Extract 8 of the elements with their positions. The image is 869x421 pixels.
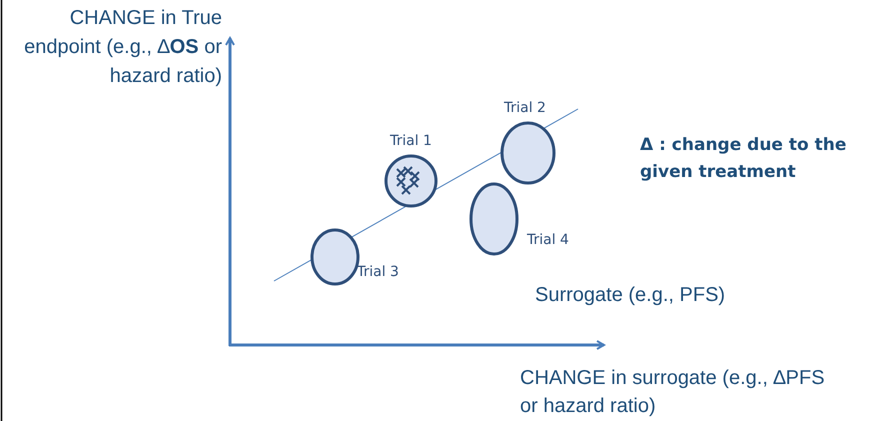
trial-label: Trial 2 bbox=[504, 100, 546, 116]
note-text: Δ : change due to the given treatment bbox=[640, 134, 848, 184]
trial-label: Trial 1 bbox=[390, 133, 432, 149]
axis-title: CHANGE in surrogate (e.g., ∆PFS or hazard ratio) bbox=[520, 366, 826, 419]
trial-label: Trial 4 bbox=[527, 232, 569, 248]
axis-title: CHANGE in True endpoint (e.g., ∆OS or hazard ratio) bbox=[23, 6, 222, 89]
trial-label: Trial 3 bbox=[357, 264, 399, 280]
axis-annotation: Surrogate (e.g., PFS) bbox=[535, 284, 726, 307]
